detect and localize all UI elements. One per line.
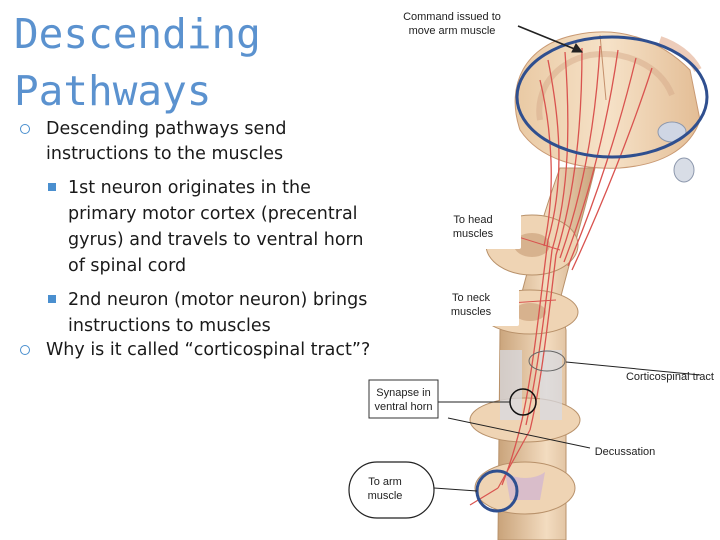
- bullet-square-icon: [48, 295, 56, 303]
- title-line-2: Pathways: [14, 67, 212, 115]
- slide-title: Descending Pathways: [14, 6, 314, 120]
- corticospinal-label: Corticospinal tract: [625, 371, 714, 383]
- bullet-4-line-1: Why is it called “corticospinal tract”?: [46, 340, 371, 360]
- bullet-2: 1st neuron originates in the primary mot…: [68, 175, 388, 279]
- bullet-1-line-2: instructions to the muscles: [46, 144, 284, 164]
- to-neck-label: To neck muscles: [423, 291, 519, 319]
- to-head-label-line-1: To head: [453, 214, 493, 226]
- decussation-label: Decussation: [594, 446, 656, 458]
- bullet-square-icon: [48, 183, 56, 191]
- synapse-label-line-1: Synapse in: [376, 387, 431, 399]
- bullet-3-line-1: 2nd neuron (motor neuron) brings: [68, 290, 368, 310]
- to-arm-box: [348, 461, 435, 519]
- bullet-2-line-4: of spinal cord: [68, 256, 187, 276]
- tract-highlight-circle: [528, 350, 566, 372]
- command-label-line-2: move arm muscle: [408, 25, 496, 37]
- command-label-line-1: Command issued to: [403, 11, 501, 23]
- bullet-1-line-1: Descending pathways send: [46, 119, 287, 139]
- synapse-label: Synapse in ventral horn: [369, 386, 438, 414]
- bullet-circle-icon: [20, 345, 30, 355]
- to-neck-label-line-2: muscles: [450, 306, 492, 318]
- to-neck-box: [423, 286, 519, 326]
- bullet-1: Descending pathways send instructions to…: [46, 117, 346, 167]
- synapse-box: [368, 379, 439, 419]
- command-label: Command issued to move arm muscle: [388, 10, 516, 38]
- to-arm-label-line-2: muscle: [367, 490, 403, 502]
- cortex-highlight-circle: [515, 35, 709, 159]
- title-line-1: Descending: [14, 10, 261, 58]
- bullet-2-line-1: 1st neuron originates in the: [68, 178, 311, 198]
- bullet-3-line-2: instructions to muscles: [68, 316, 271, 336]
- bullet-4: Why is it called “corticospinal tract”?: [46, 338, 386, 363]
- brain-section: [514, 31, 702, 183]
- arrowhead-icon: [571, 43, 583, 53]
- to-head-label: To head muscles: [425, 213, 521, 241]
- bullet-2-line-3: gyrus) and travels to ventral horn: [68, 230, 364, 250]
- to-arm-label-line-1: To arm: [368, 476, 402, 488]
- bullet-circle-icon: [20, 124, 30, 134]
- to-arm-label: To arm muscle: [349, 475, 421, 503]
- bullet-3: 2nd neuron (motor neuron) brings instruc…: [68, 287, 388, 339]
- to-head-box: [425, 209, 521, 249]
- leader-lines: [433, 25, 701, 492]
- synapse-label-line-2: ventral horn: [374, 401, 433, 413]
- bullet-2-line-2: primary motor cortex (precentral: [68, 204, 358, 224]
- to-neck-label-line-1: To neck: [452, 292, 490, 304]
- to-head-label-line-2: muscles: [452, 228, 494, 240]
